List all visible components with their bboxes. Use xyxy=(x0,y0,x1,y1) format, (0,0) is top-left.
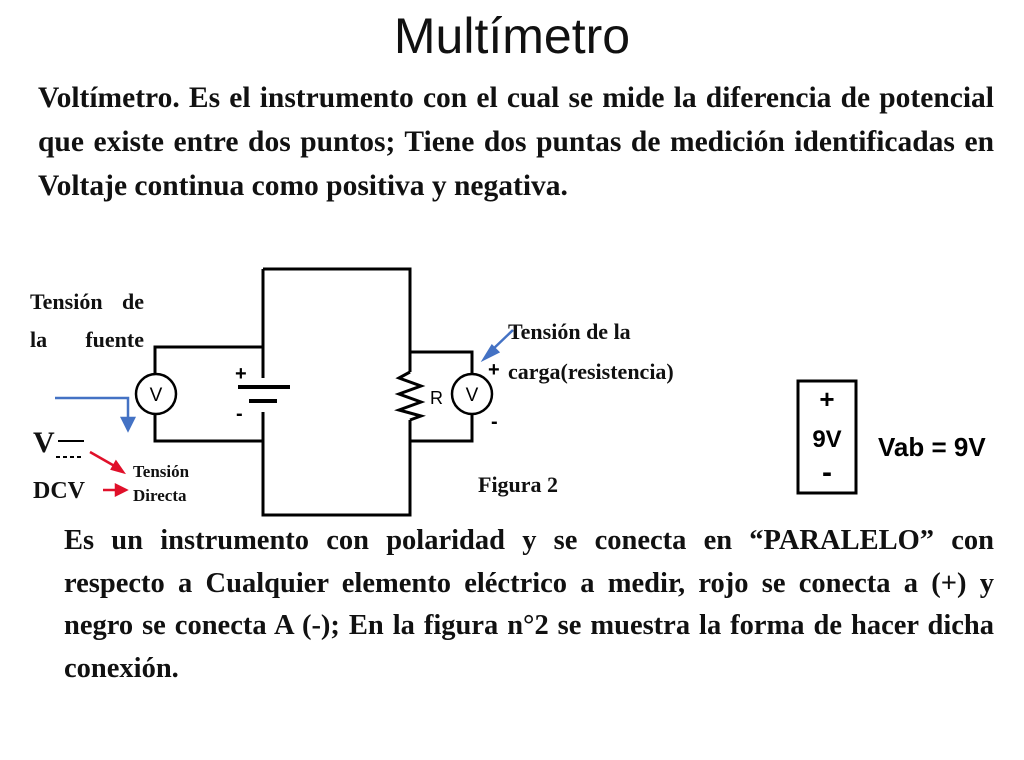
resistor-symbol: R xyxy=(394,370,443,422)
voltmeter-source-letter: V xyxy=(150,385,163,406)
load-minus-sign: - xyxy=(491,411,498,433)
v-symbol-label: V xyxy=(33,426,55,459)
paragraph-connection-instructions: Es un instrumento con polaridad y se con… xyxy=(64,525,994,684)
vab-equation: Vab = 9V xyxy=(878,432,986,462)
voltmeter-load-letter: V xyxy=(466,385,479,406)
battery-box-minus: - xyxy=(822,456,832,489)
v-symbol-marks xyxy=(56,440,84,458)
blue-arrows xyxy=(55,329,514,433)
label-tension-carga: Tensión de la carga(resistencia) xyxy=(508,312,674,392)
circuit-wires xyxy=(153,267,474,517)
label-tension-carga-line2: carga(resistencia) xyxy=(508,359,674,384)
label-tension-fuente: Tensión de la fuente xyxy=(30,289,144,352)
figure-caption: Figura 2 xyxy=(478,472,559,497)
voltmeter-load-icon: V + - xyxy=(450,359,500,433)
label-tension-directa-line1: Tensión xyxy=(133,462,190,481)
label-tension-directa-line2: Directa xyxy=(133,486,187,505)
resistor-letter: R xyxy=(430,388,443,408)
battery-plus-sign: + xyxy=(235,363,247,385)
battery-symbol: + - xyxy=(235,363,290,425)
battery-minus-sign: - xyxy=(236,403,243,425)
dcv-label: DCV xyxy=(33,478,85,504)
label-tension-carga-line1: Tensión de la xyxy=(508,319,631,344)
label-tension-directa: Tensión Directa xyxy=(133,460,189,508)
battery-box-value: 9V xyxy=(812,426,841,453)
page-title: Multímetro xyxy=(393,8,631,64)
battery-box-plus: + xyxy=(819,384,834,414)
voltmeter-source-icon: V xyxy=(134,372,178,416)
red-arrows xyxy=(89,450,129,498)
paragraph-voltmeter-definition: Voltímetro. Es el instrumento con el cua… xyxy=(38,82,994,202)
battery-9v-box: + 9V - xyxy=(796,379,858,495)
load-plus-sign: + xyxy=(488,359,500,381)
